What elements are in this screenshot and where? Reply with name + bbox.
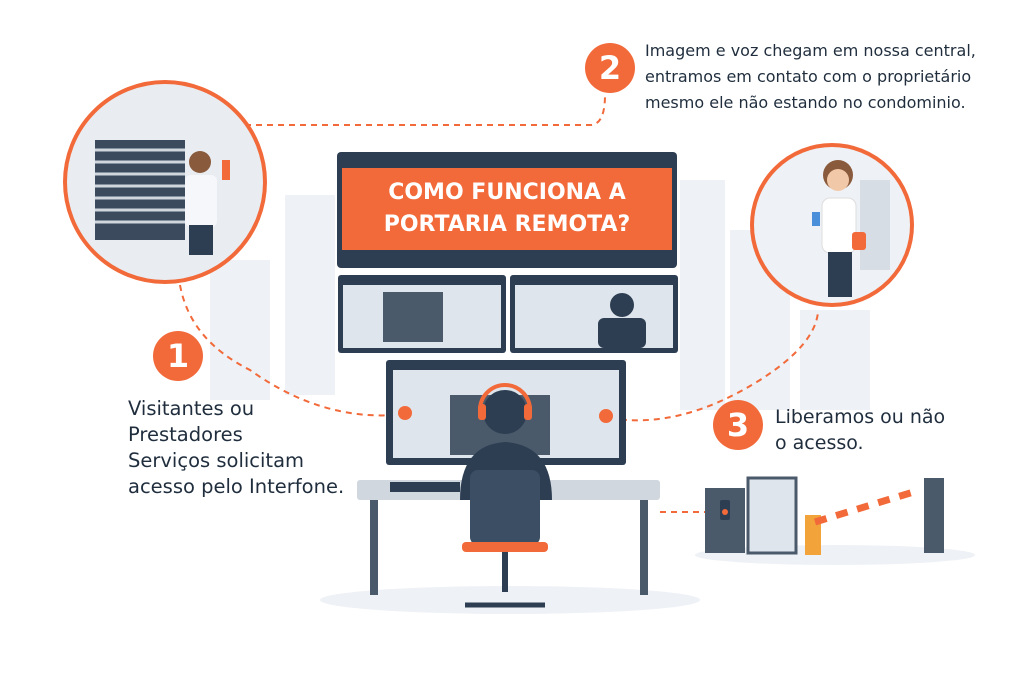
step-2-line: Imagem e voz chegam em nossa central, — [645, 41, 976, 60]
step-2-line: entramos em contato com o proprietário — [645, 67, 972, 86]
step-2-line: mesmo ele não estando no condominio. — [645, 93, 966, 112]
step-1-badge: 1 — [153, 331, 203, 381]
step-3-badge: 3 — [713, 400, 763, 450]
step-1-line: Prestadores — [128, 423, 243, 446]
step-3-text: Liberamos ou não o acesso. — [775, 404, 945, 456]
camera-monitors — [338, 275, 678, 353]
step-1-line: Visitantes ou — [128, 397, 255, 420]
title-line-2: PORTARIA REMOTA? — [383, 212, 631, 237]
step-1-line: Serviços solicitam — [128, 449, 305, 472]
operator — [460, 383, 552, 608]
visitor-at-intercom-image — [63, 80, 267, 284]
step-2-badge: 2 — [585, 43, 635, 93]
step-1-line: acesso pelo Interfone. — [128, 475, 345, 498]
owner-with-phone-image — [750, 143, 914, 307]
gate-barrier — [695, 476, 975, 565]
title-line-1: COMO FUNCIONA A — [388, 180, 626, 205]
title-banner: COMO FUNCIONA A PORTARIA REMOTA? — [342, 168, 672, 250]
step-1-text: Visitantes ou Prestadores Serviços solic… — [128, 396, 344, 500]
step-3-line: Liberamos ou não — [775, 406, 946, 428]
step-3-line: o acesso. — [775, 432, 864, 454]
step-2-text: Imagem e voz chegam em nossa central, en… — [645, 38, 976, 116]
